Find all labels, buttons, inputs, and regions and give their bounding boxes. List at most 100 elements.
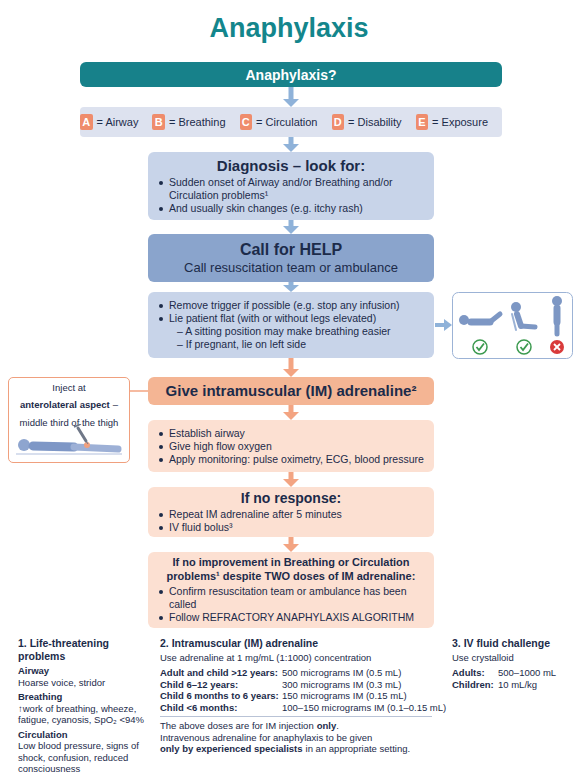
patient-torso [33, 446, 74, 447]
footnote-text: 500–1000 mL [498, 667, 556, 678]
box-heading: If no response: [157, 490, 425, 507]
footnote-text: . [336, 720, 339, 731]
footnote-text: 1. Life-threatening problems [18, 637, 148, 662]
connector-line [289, 537, 294, 545]
box-text: Call resuscitation team or ambulance [157, 260, 425, 276]
footnote-column: 1. Life-threatening problemsAirwayHoarse… [18, 637, 148, 775]
flow-connector [283, 282, 299, 292]
person-head [459, 315, 469, 325]
help-box: Call for HELPCall resuscitation team or … [148, 234, 434, 282]
footnote-row: only by experienced specialistsin an app… [160, 743, 450, 755]
footnote-row: 2. Intramuscular (IM) adrenaline [160, 637, 450, 650]
footnote-row: Circulation [18, 729, 148, 741]
footnote-text: Child <6 months: [160, 702, 282, 714]
check-mark [521, 344, 529, 351]
badge-letter: E [418, 116, 425, 128]
injection-site [84, 442, 90, 448]
footnote-text: Breathing [18, 691, 148, 703]
flow-connector [283, 137, 299, 152]
letter-badge: A [80, 114, 93, 130]
badge-letter: B [155, 116, 163, 128]
flow-connector [283, 358, 299, 377]
footnote-text: 500 micrograms IM (0.5 mL) [282, 667, 401, 678]
person-head [511, 302, 521, 312]
bullet-text: Establish airway [157, 427, 425, 440]
person-body [471, 319, 490, 326]
flow-connector [283, 472, 299, 487]
footnote-text: 3. IV fluid challenge [452, 637, 574, 650]
footnote-row: Adult and child >12 years:500 micrograms… [160, 667, 450, 679]
footnote-text: Low blood pressure, signs of shock, conf… [18, 740, 139, 774]
footnote-text: ↑work of breathing, wheeze, fatigue, cya… [18, 703, 144, 726]
box-heading: If no improvement in Breathing or Circul… [157, 556, 425, 583]
syringe-barrel [78, 428, 86, 441]
flow-connector [283, 87, 299, 107]
arrow-head [283, 285, 299, 292]
footnote-row: Use crystalloid [452, 652, 574, 664]
cross-symbol [550, 340, 564, 354]
footnote-row: The above doses are for IM injectiononly… [160, 720, 450, 732]
band-text: Anaphylaxis? [245, 67, 336, 83]
bed-line [16, 453, 122, 455]
abcde-text: = Airway [97, 116, 139, 128]
chair-back [512, 314, 516, 330]
footnote-row: Breathing [18, 691, 148, 703]
footnote-text: only by experienced specialists [160, 743, 303, 754]
footnote-column: 2. Intramuscular (IM) adrenalineUse adre… [160, 637, 450, 755]
check-symbol [517, 340, 531, 354]
footnote-row: Child 6–12 years:300 micrograms IM (0.3 … [160, 679, 450, 691]
connector-line [289, 282, 294, 286]
bullet-text: Confirm resuscitation team or ambulance … [157, 585, 425, 611]
flow-connector [130, 391, 148, 392]
abcde-text: = Exposure [432, 116, 488, 128]
title-heading: Anaphylaxis [0, 12, 578, 44]
footnote-row: Child <6 months:100–150 micrograms IM (0… [160, 702, 450, 714]
sub-bullet-text: – If pregnant, lie on left side [157, 338, 425, 351]
bullet-text: Lie patient flat (with or without legs e… [157, 312, 425, 325]
letter-badge: B [152, 114, 165, 130]
patient-legs [74, 447, 118, 449]
abcde-bar: A= AirwayB= BreathingC= CirculationD= Di… [80, 107, 502, 137]
connector-line [289, 472, 294, 480]
patient-head [18, 439, 30, 451]
footnote-text: 150 micrograms IM (0.15 mL) [282, 690, 407, 701]
footnote-text: Adults: [452, 667, 498, 679]
leader-arrow [435, 323, 445, 327]
footnote-row: Child 6 months to 6 years:150 micrograms… [160, 690, 450, 702]
leader-arrow-head [444, 319, 452, 331]
footnote-text: Adult and child >12 years: [160, 667, 282, 679]
footnote-text: Intravenous adrenaline for anaphylaxis t… [160, 732, 372, 743]
arrow-head [283, 144, 299, 152]
letter-badge: D [332, 114, 345, 130]
person-legs [555, 322, 560, 334]
adrenaline-box: Give intramuscular (IM) adrenaline² [148, 377, 434, 405]
arrow-head [283, 412, 299, 420]
arrow-head [283, 369, 299, 377]
callout-bold-text: anterolateral aspect [20, 399, 110, 410]
footnote-row: Children:10 mL/kg [452, 679, 574, 691]
bullet-text: Apply monitoring: pulse oximetry, ECG, b… [157, 453, 425, 466]
callout-text: Inject at [13, 382, 125, 394]
abcde-text: = Circulation [256, 116, 317, 128]
footnote-row: Low blood pressure, signs of shock, conf… [18, 740, 148, 775]
flow-connector [283, 537, 299, 552]
flow-connector [283, 405, 299, 420]
connector-line [289, 405, 294, 413]
spacer [160, 663, 450, 667]
footnote-text: Circulation [18, 729, 148, 741]
check-ring [517, 340, 531, 354]
syringe-needle [86, 441, 88, 444]
standing-person [552, 296, 562, 334]
person-legs [490, 314, 500, 322]
footnote-text: 300 micrograms IM (0.3 mL) [282, 679, 401, 690]
footnote-row: Intravenous adrenaline for anaphylaxis t… [160, 732, 450, 744]
footnote-row: Use adrenaline at 1 mg/mL (1:1000) conce… [160, 652, 450, 664]
sitting-person [511, 302, 535, 330]
connector-line [289, 137, 294, 145]
footnote-text: 2. Intramuscular (IM) adrenaline [160, 637, 450, 650]
bullet-text: Remove trigger if possible (e.g. stop an… [157, 299, 425, 312]
bullet-text: Sudden onset of Airway and/or Breathing … [157, 176, 425, 202]
badge-letter: C [242, 116, 250, 128]
footnote-text: Use adrenaline at 1 mg/mL (1:1000) conce… [160, 652, 371, 663]
